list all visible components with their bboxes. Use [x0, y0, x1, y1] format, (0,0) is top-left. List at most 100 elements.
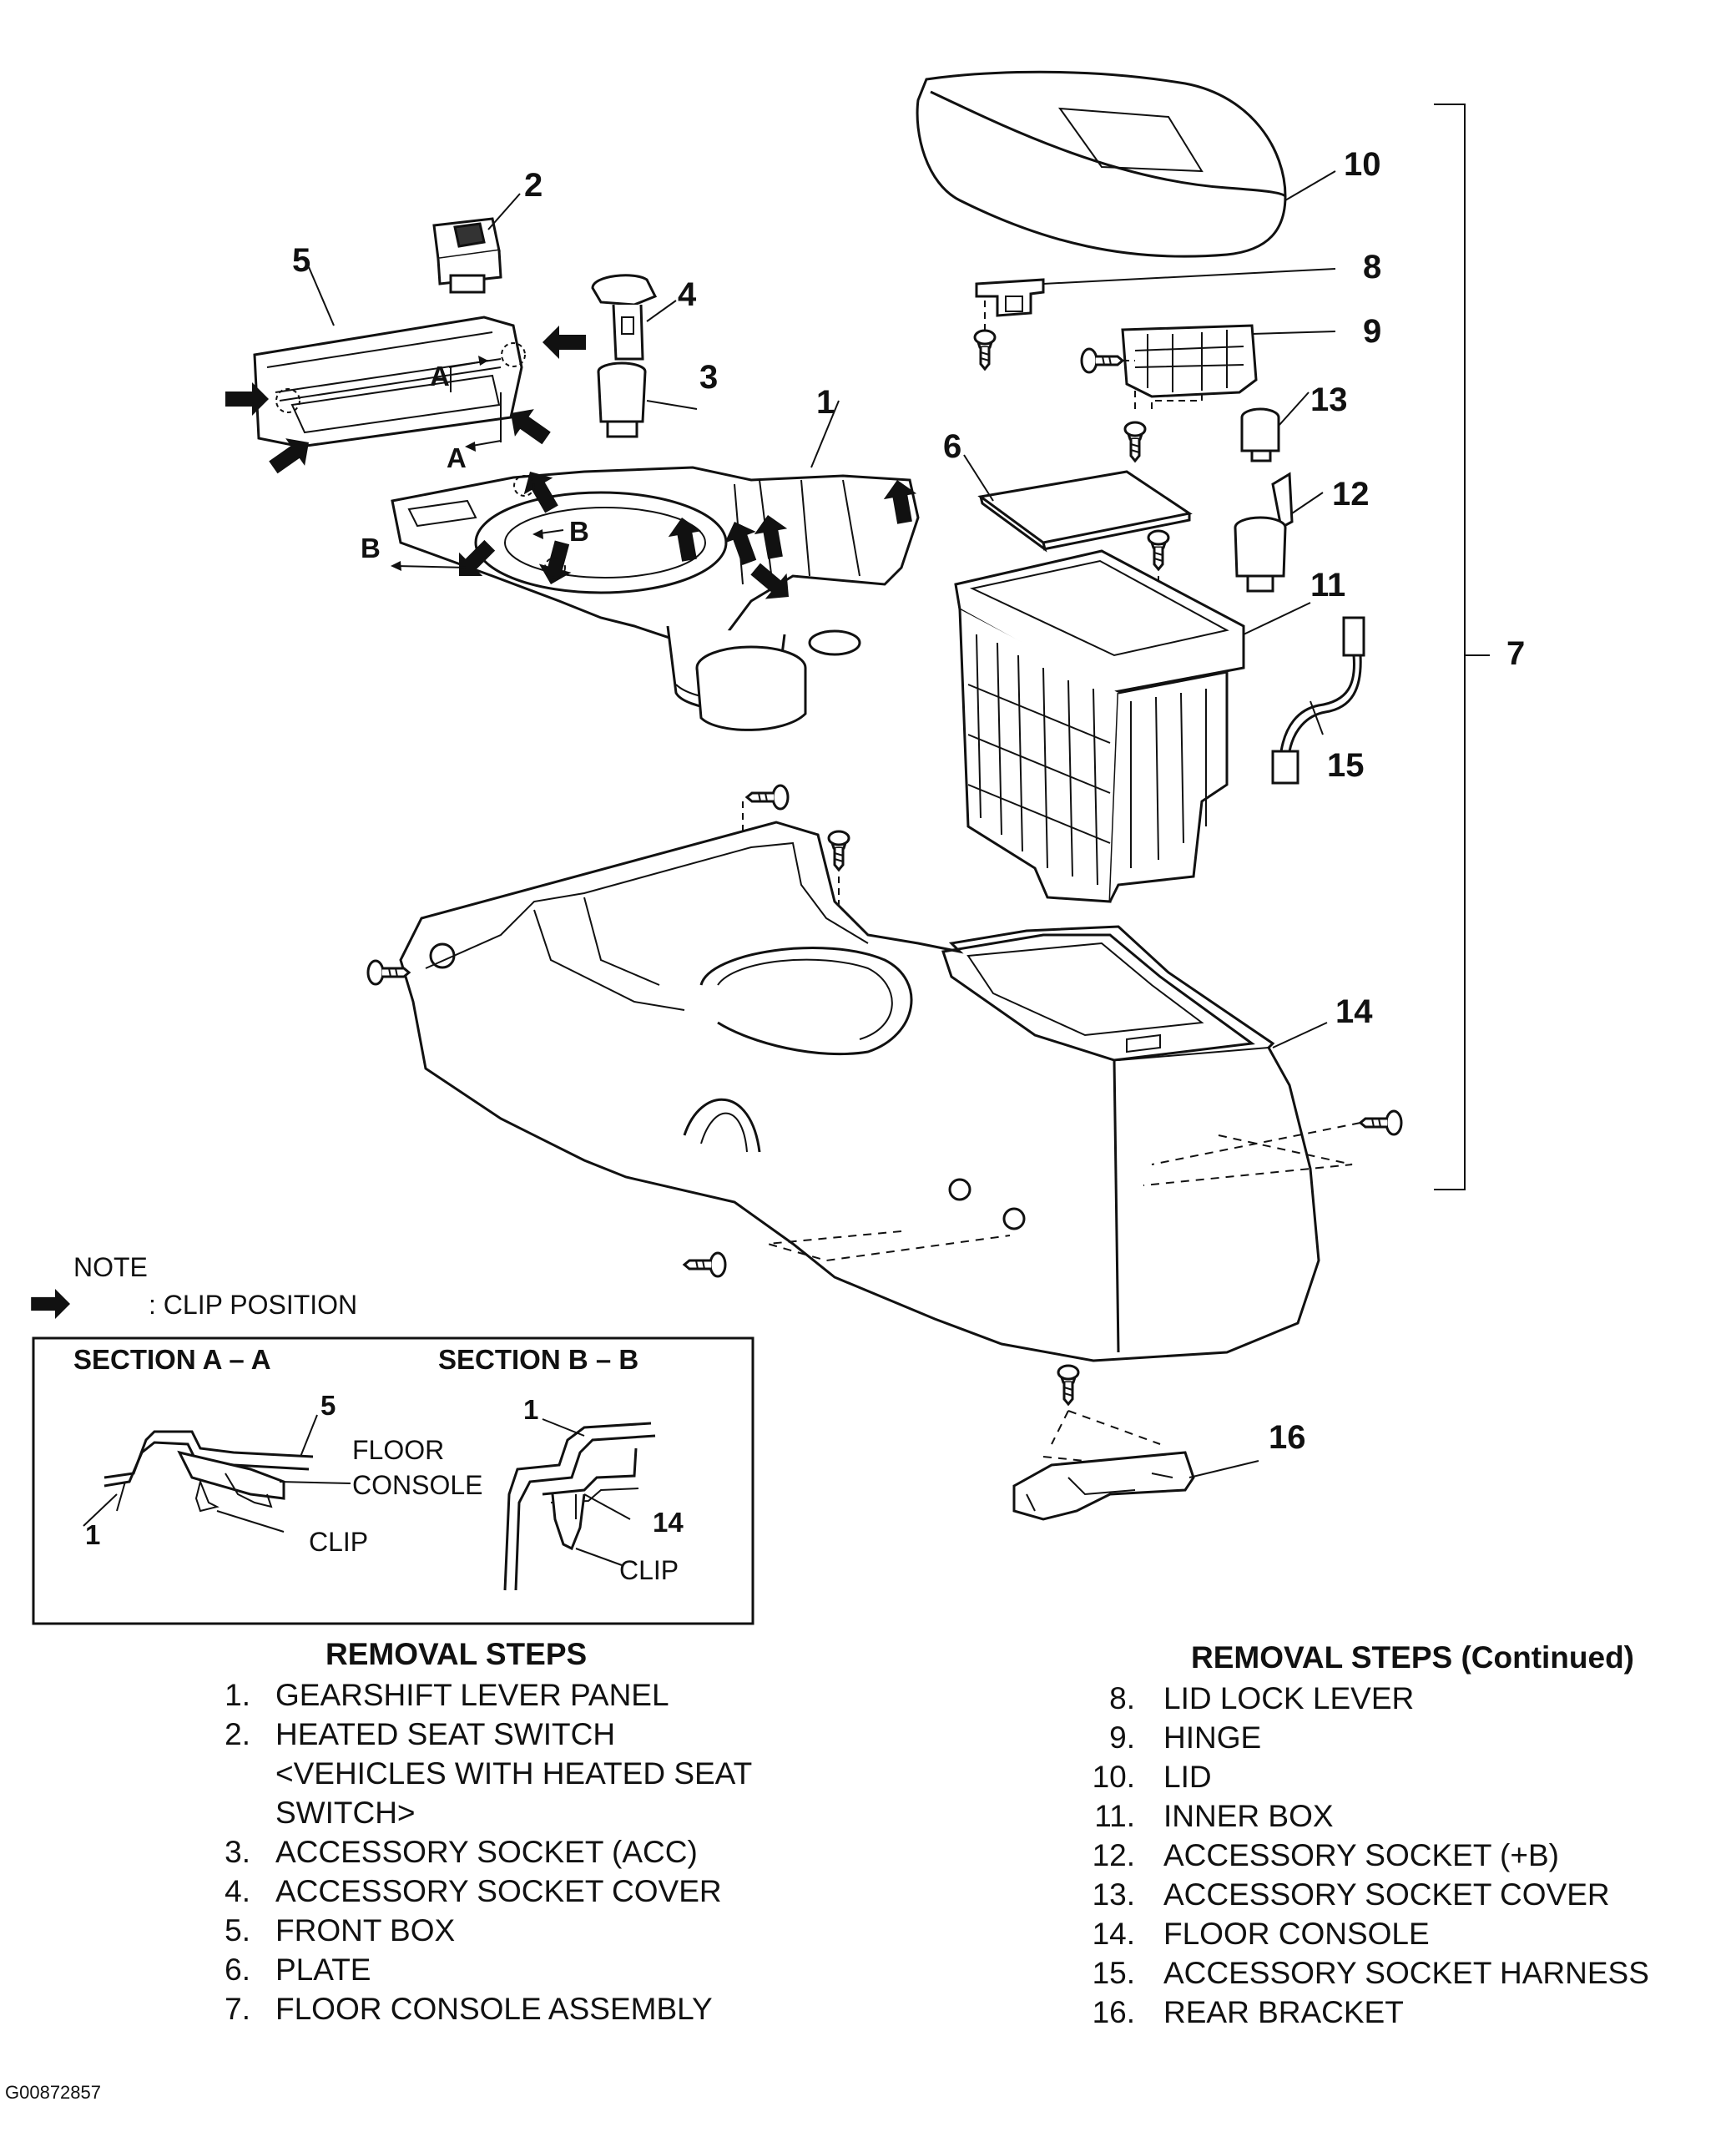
clip-arrow-icon	[31, 1289, 70, 1319]
front-box-part	[253, 316, 526, 448]
screw-icon	[1057, 1364, 1080, 1406]
svg-text:B: B	[569, 516, 589, 547]
step-item: 3.ACCESSORY SOCKET (ACC)	[184, 1832, 752, 1872]
svg-text:9: 9	[1363, 313, 1381, 350]
step-item: 1.GEARSHIFT LEVER PANEL	[184, 1675, 752, 1715]
gearshift-lever-panel-part	[391, 466, 920, 731]
step-text: FLOOR CONSOLE	[1163, 1917, 1430, 1951]
svg-text:SECTION B – B: SECTION B – B	[438, 1344, 638, 1375]
step-number: 10.	[1092, 1760, 1135, 1794]
clip-arrow-icon	[542, 326, 586, 359]
screw-icon	[827, 830, 850, 871]
step-item: 15.ACCESSORY SOCKET HARNESS	[1077, 1953, 1649, 1993]
section-b-b: SECTION B – B 1 14 CLIP	[438, 1344, 684, 1591]
socket-cover-13-part	[1240, 407, 1280, 462]
inner-box-part	[954, 549, 1245, 903]
step-text: LID LOCK LEVER	[1163, 1681, 1415, 1715]
step-item: 8. LID LOCK LEVER	[1077, 1679, 1649, 1718]
svg-text:CLIP: CLIP	[309, 1527, 368, 1557]
step-number: 8.	[1109, 1681, 1135, 1715]
harness-part	[1271, 616, 1365, 785]
step-number: 14.	[1092, 1917, 1135, 1951]
note-title: NOTE	[73, 1252, 148, 1282]
step-item: 6. PLATE	[184, 1950, 752, 1989]
svg-text:1: 1	[816, 384, 835, 421]
step-number: 7.	[225, 1992, 250, 2026]
svg-text:12: 12	[1332, 476, 1370, 513]
svg-text:11: 11	[1310, 567, 1345, 604]
step-number: 13.	[1092, 1877, 1135, 1912]
svg-text:13: 13	[1310, 381, 1348, 418]
step-number: 1.	[225, 1678, 250, 1712]
step-number: 11.	[1094, 1799, 1135, 1833]
screw-icon	[745, 784, 790, 811]
step-number: 5.	[225, 1913, 250, 1948]
steps-title: REMOVAL STEPS (Continued)	[1191, 1640, 1635, 1675]
svg-text:B: B	[361, 533, 381, 563]
svg-text:3: 3	[699, 359, 718, 396]
plate-part	[977, 470, 1193, 553]
screw-icon	[1123, 421, 1147, 462]
step-text: REAR BRACKET	[1163, 1995, 1404, 2029]
step-item: 4. ACCESSORY SOCKET COVER	[184, 1872, 752, 1911]
lid-part	[916, 70, 1287, 258]
removal-steps-continued: REMOVAL STEPS (Continued) 8. LID LOCK LEVE…	[1077, 1638, 1649, 2032]
step-text: ACCESSORY SOCKET COVER	[1163, 1877, 1610, 1912]
step-item: 7. FLOOR CONSOLE ASSEMBLY	[184, 1989, 752, 2028]
svg-text:FLOOR: FLOOR	[352, 1435, 444, 1465]
svg-text:A: A	[447, 442, 467, 473]
step-item: 5.FRONT BOX	[184, 1911, 752, 1950]
svg-text:CLIP: CLIP	[619, 1555, 679, 1585]
section-markers: A A B B	[361, 356, 589, 571]
callout-labels: 1 2 3 4 5 6 7 8 9 10 11 12 13 14 15 16	[292, 146, 1525, 1456]
steps-title: REMOVAL STEPS	[326, 1637, 588, 1671]
step-text: INNER BOX	[1163, 1799, 1334, 1833]
heated-seat-switch-part	[432, 217, 502, 294]
screw-icon	[1080, 347, 1124, 374]
svg-text:SECTION A – A: SECTION A – A	[73, 1344, 271, 1375]
svg-text:6: 6	[943, 428, 961, 465]
step-text: ACCESSORY SOCKET COVER	[275, 1874, 722, 1908]
step-text: <VEHICLES WITH HEATED SEAT	[275, 1756, 753, 1791]
step-number: 4.	[225, 1874, 250, 1908]
step-text: LID	[1163, 1760, 1212, 1794]
callouts	[308, 104, 1490, 1478]
svg-text:5: 5	[320, 1390, 336, 1421]
step-text: PLATE	[275, 1953, 371, 1987]
step-item: 9.HINGE	[1077, 1718, 1649, 1757]
step-text: HEATED SEAT SWITCH	[275, 1717, 616, 1751]
svg-text:16: 16	[1269, 1419, 1306, 1456]
step-text: ACCESSORY SOCKET HARNESS	[1163, 1956, 1649, 1990]
step-item: 10. LID	[1077, 1757, 1649, 1796]
accessory-socket-acc-part	[597, 361, 647, 438]
lid-lock-lever-part	[975, 278, 1045, 317]
svg-text:CONSOLE: CONSOLE	[352, 1470, 482, 1500]
step-number	[184, 1754, 275, 1793]
step-text: ACCESSORY SOCKET (+B)	[1163, 1838, 1559, 1872]
screw-icon	[1147, 529, 1170, 571]
step-number: 12.	[1092, 1838, 1135, 1872]
step-number: 6.	[225, 1953, 250, 1987]
step-number: 16.	[1092, 1995, 1135, 2029]
step-number: 3.	[225, 1835, 250, 1869]
step-item: SWITCH>	[184, 1793, 752, 1832]
hinge-part	[1121, 324, 1258, 398]
svg-text:8: 8	[1363, 249, 1381, 285]
step-text: SWITCH>	[275, 1796, 416, 1830]
svg-text:7: 7	[1506, 635, 1525, 672]
svg-text:4: 4	[678, 276, 697, 313]
step-item: 2. HEATED SEAT SWITCH	[184, 1715, 752, 1754]
step-item: 13. ACCESSORY SOCKET COVER	[1077, 1875, 1649, 1914]
step-item: 16. REAR BRACKET	[1077, 1993, 1649, 2032]
socket-cover-4-part	[591, 274, 658, 361]
step-number: 2.	[225, 1717, 250, 1751]
section-details-box	[32, 1336, 754, 1625]
floor-console-part	[399, 821, 1320, 1362]
step-text: HINGE	[1163, 1720, 1262, 1755]
step-text: FLOOR CONSOLE ASSEMBLY	[275, 1992, 713, 2026]
svg-text:14: 14	[653, 1507, 684, 1538]
step-number	[184, 1793, 275, 1832]
svg-text:1: 1	[85, 1519, 100, 1550]
